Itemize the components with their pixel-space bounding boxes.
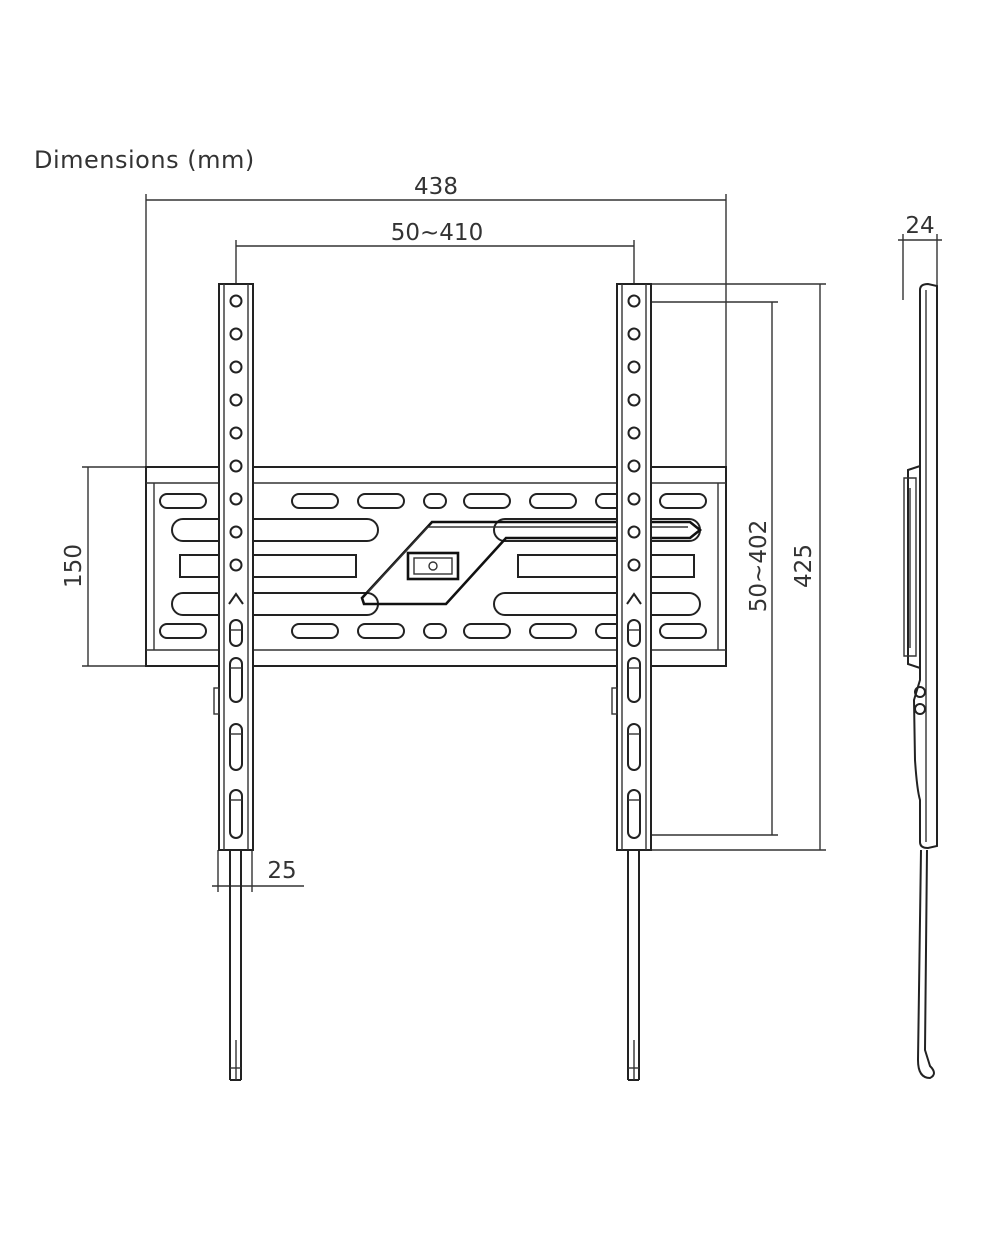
plate-slot	[659, 493, 707, 509]
plate-slot	[159, 493, 207, 509]
mounting-hole	[229, 492, 243, 506]
dimension-arm-width: 25	[212, 850, 304, 892]
left-mounting-arm	[213, 283, 254, 1081]
mounting-hole	[627, 294, 641, 308]
mounting-hole	[229, 459, 243, 473]
left-arm-holes	[229, 294, 243, 839]
left-arm-arrow-icon	[228, 592, 244, 605]
dimension-overall-height-label: 425	[791, 544, 817, 588]
plate-slot	[529, 623, 577, 639]
plate-slot	[463, 623, 511, 639]
right-arm-holes	[627, 294, 641, 839]
mounting-hole	[229, 426, 243, 440]
dimension-hole-spacing-horizontal: 50~410	[235, 220, 635, 298]
plate-slot	[159, 623, 207, 639]
right-arm-arrow-icon	[626, 592, 642, 605]
dimension-overall-height: 425	[650, 283, 826, 851]
plate-slot	[357, 623, 405, 639]
keyhole-slot	[627, 789, 641, 839]
plate-slot	[291, 623, 339, 639]
right-mounting-arm	[611, 283, 652, 1081]
plate-slots	[159, 493, 707, 639]
side-profile-view	[903, 282, 938, 1080]
mounting-hole	[229, 360, 243, 374]
mounting-hole	[229, 393, 243, 407]
mounting-hole	[229, 525, 243, 539]
plate-slot	[291, 493, 339, 509]
dimension-hole-spacing-vertical: 50~402	[634, 301, 778, 836]
dimension-overall-width: 438	[145, 174, 727, 470]
dimension-hole-spacing-vertical-label: 50~402	[746, 520, 772, 612]
plate-slot	[423, 623, 447, 639]
mounting-hole	[627, 459, 641, 473]
mounting-hole	[627, 492, 641, 506]
dimension-hole-spacing-horizontal-label: 50~410	[391, 220, 483, 246]
page-title: Dimensions (mm)	[34, 146, 255, 174]
mounting-hole	[229, 294, 243, 308]
keyhole-slot	[627, 723, 641, 771]
mounting-hole	[229, 327, 243, 341]
dimension-arm-width-label: 25	[267, 858, 296, 884]
keyhole-slot	[627, 619, 641, 647]
keyhole-slot	[229, 789, 243, 839]
mounting-hole	[627, 558, 641, 572]
mounting-hole	[627, 360, 641, 374]
plate-slot	[463, 493, 511, 509]
keyhole-slot	[229, 619, 243, 647]
mounting-hole	[627, 327, 641, 341]
plate-slot	[357, 493, 405, 509]
keyhole-slot	[627, 657, 641, 703]
plate-slot	[529, 493, 577, 509]
mounting-hole	[627, 525, 641, 539]
dimension-plate-height-label: 150	[61, 544, 87, 588]
plate-slot	[423, 493, 447, 509]
keyhole-slot	[229, 657, 243, 703]
mounting-hole	[229, 558, 243, 572]
keyhole-slot	[229, 723, 243, 771]
dimension-plate-height: 150	[61, 466, 146, 667]
mounting-hole	[627, 393, 641, 407]
dimension-overall-width-label: 438	[414, 174, 458, 200]
plate-slot	[659, 623, 707, 639]
dimension-depth-label: 24	[905, 213, 934, 239]
bubble-level-icon	[406, 551, 460, 581]
dimension-depth: 24	[898, 213, 942, 300]
mounting-hole	[627, 426, 641, 440]
